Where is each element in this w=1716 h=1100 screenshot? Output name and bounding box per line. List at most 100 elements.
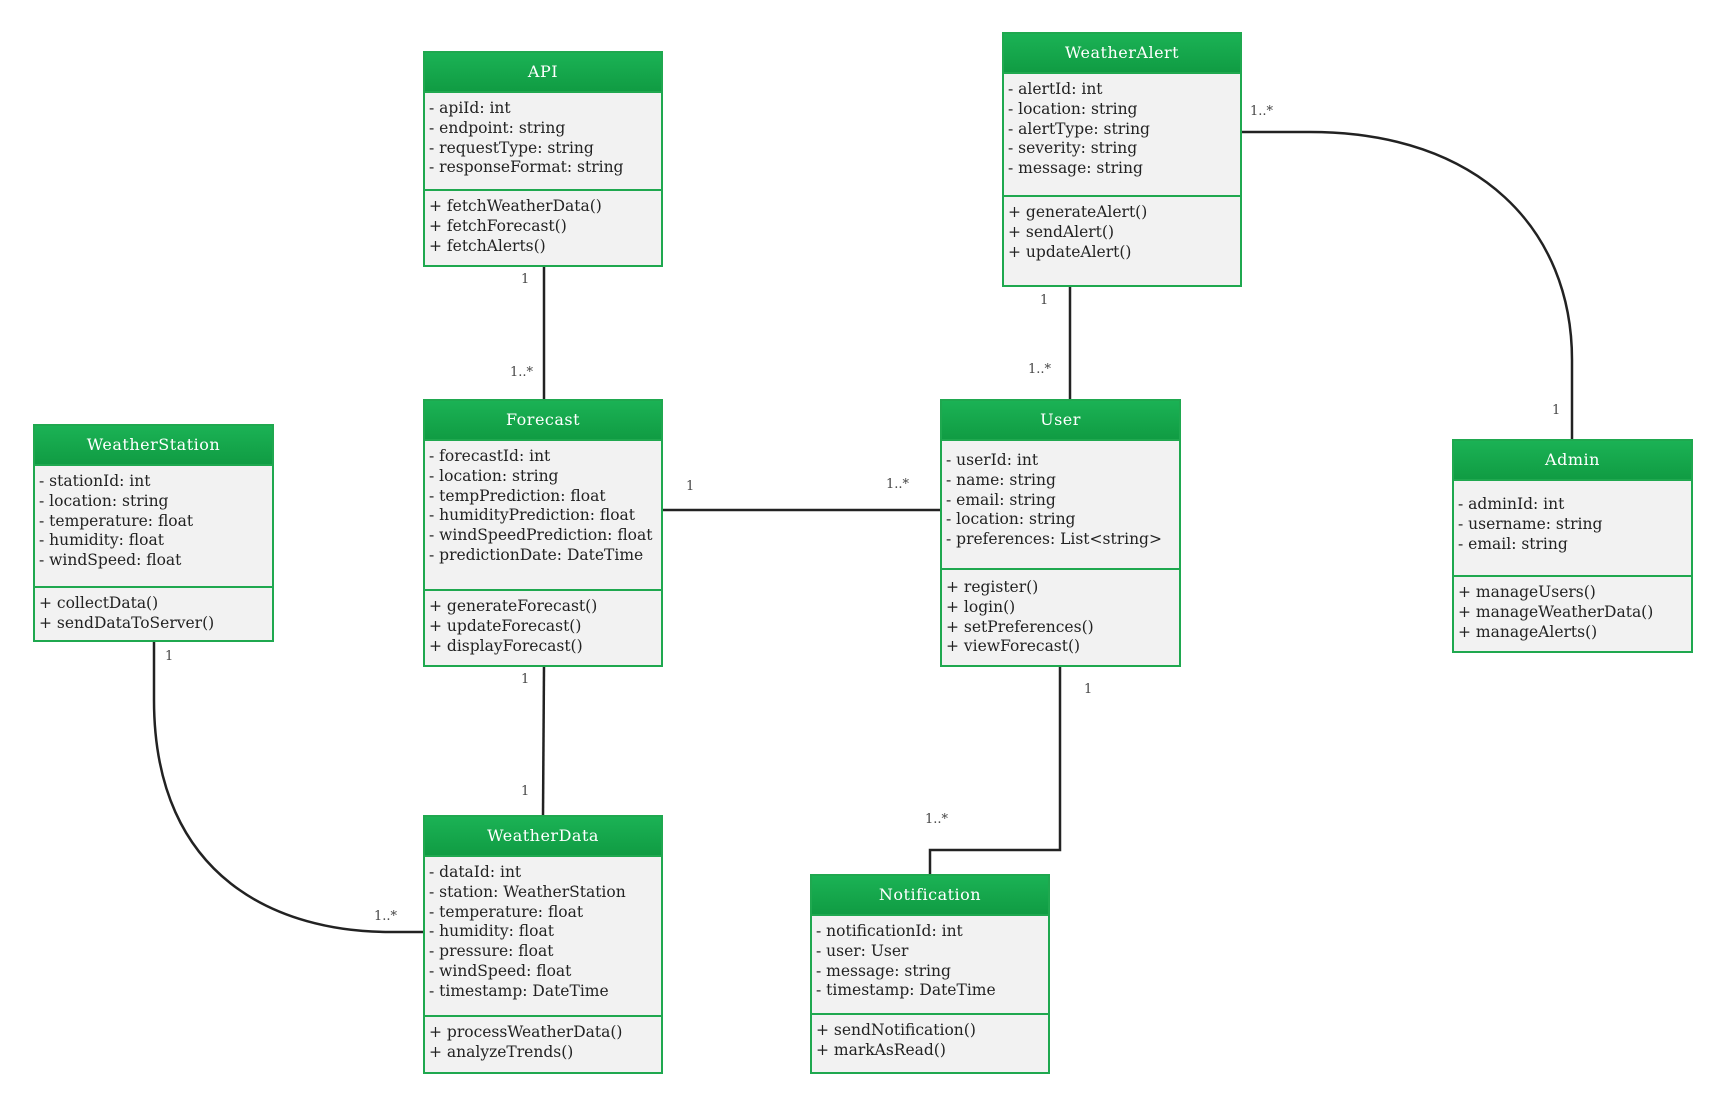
class-notification-name: Notification [812, 876, 1048, 916]
association-weatherstation-weatherdata [152, 641, 424, 934]
class-forecast[interactable]: Forecast - forecastId: int - location: s… [423, 399, 663, 667]
class-admin-name: Admin [1454, 441, 1691, 481]
class-notification-attributes: - notificationId: int - user: User - mes… [812, 916, 1048, 1015]
method: + sendAlert() [1008, 222, 1115, 241]
method: + updateForecast() [429, 616, 582, 635]
class-weatheralert-methods: + generateAlert() + sendAlert() + update… [1004, 197, 1240, 268]
attribute: - email: string [1458, 534, 1568, 553]
attribute: - timestamp: DateTime [429, 981, 609, 1000]
attribute: - user: User [816, 941, 909, 960]
method: + processWeatherData() [429, 1023, 623, 1041]
method: + login() [946, 597, 1016, 616]
attribute: - endpoint: string [429, 118, 566, 137]
method: + manageAlerts() [1458, 622, 1598, 641]
attribute: - location: string [429, 466, 559, 485]
attribute: - dataId: int [429, 863, 522, 881]
class-user[interactable]: User - userId: int - name: string - emai… [940, 399, 1181, 667]
association-user-notification [928, 665, 1062, 874]
multiplicity-api-forecast-to: 1..* [510, 365, 534, 380]
attribute: - temperature: float [429, 902, 584, 921]
attribute: - alertId: int [1008, 80, 1103, 98]
class-admin-methods: + manageUsers() + manageWeatherData() + … [1454, 577, 1691, 648]
class-weatheralert-attributes: - alertId: int - location: string - aler… [1004, 74, 1240, 197]
multiplicity-forecast-user-to: 1..* [886, 477, 910, 492]
method: + fetchForecast() [429, 216, 567, 235]
attribute: - adminId: int [1458, 495, 1565, 513]
method: + collectData() [39, 594, 159, 612]
class-weatherstation-attributes: - stationId: int - location: string - te… [35, 466, 272, 588]
class-weatherstation-methods: + collectData() + sendDataToServer() [35, 588, 272, 640]
method: + fetchAlerts() [429, 236, 546, 255]
attribute: - userId: int [946, 451, 1039, 469]
multiplicity-weatheralert-admin-to: 1 [1552, 403, 1561, 418]
multiplicity-weatherstation-weatherdata-to: 1..* [374, 909, 398, 924]
multiplicity-weatheralert-user-from: 1 [1040, 293, 1049, 308]
class-forecast-name: Forecast [425, 401, 661, 441]
multiplicity-user-notification-from: 1 [1084, 682, 1093, 697]
multiplicity-forecast-weatherdata-from: 1 [521, 672, 530, 687]
attribute: - stationId: int [39, 472, 151, 490]
attribute: - username: string [1458, 514, 1603, 533]
class-forecast-methods: + generateForecast() + updateForecast() … [425, 591, 661, 662]
method: + displayForecast() [429, 636, 583, 655]
method: + manageUsers() [1458, 583, 1596, 601]
class-user-attributes: - userId: int - name: string - email: st… [942, 441, 1179, 570]
method: + markAsRead() [816, 1040, 946, 1059]
attribute: - location: string [39, 491, 169, 510]
attribute: - severity: string [1008, 139, 1138, 158]
class-weatheralert[interactable]: WeatherAlert - alertId: int - location: … [1002, 32, 1242, 287]
method: + sendDataToServer() [39, 613, 215, 632]
attribute: - pressure: float [429, 942, 554, 961]
multiplicity-api-forecast-from: 1 [521, 272, 530, 287]
class-notification[interactable]: Notification - notificationId: int - use… [810, 874, 1050, 1074]
attribute: - name: string [946, 470, 1056, 489]
method: + viewForecast() [946, 637, 1081, 656]
method: + fetchWeatherData() [429, 197, 602, 215]
attribute: - windSpeedPrediction: float [429, 526, 653, 545]
method: + updateAlert() [1008, 242, 1132, 261]
multiplicity-forecast-user-from: 1 [686, 479, 695, 494]
multiplicity-weatheralert-admin-from: 1..* [1250, 104, 1274, 119]
class-api-name: API [425, 53, 661, 93]
class-admin-attributes: - adminId: int - username: string - emai… [1454, 481, 1691, 577]
class-forecast-attributes: - forecastId: int - location: string - t… [425, 441, 661, 591]
attribute: - temperature: float [39, 511, 194, 530]
attribute: - humidity: float [429, 922, 554, 941]
class-api-methods: + fetchWeatherData() + fetchForecast() +… [425, 191, 661, 262]
class-weatherdata[interactable]: WeatherData - dataId: int - station: Wea… [423, 815, 663, 1074]
method: + analyzeTrends() [429, 1042, 574, 1061]
method: + manageWeatherData() [1458, 602, 1654, 621]
class-weatherdata-attributes: - dataId: int - station: WeatherStation … [425, 857, 661, 1017]
association-forecast-weatherdata [541, 664, 546, 816]
attribute: - location: string [1008, 99, 1138, 118]
method: + register() [946, 578, 1039, 596]
attribute: - station: WeatherStation [429, 882, 626, 901]
class-weatherdata-name: WeatherData [425, 817, 661, 857]
method: + setPreferences() [946, 617, 1094, 636]
attribute: - forecastId: int [429, 447, 551, 465]
attribute: - tempPrediction: float [429, 486, 606, 505]
class-user-methods: + register() + login() + setPreferences(… [942, 570, 1179, 663]
method: + generateAlert() [1008, 203, 1148, 221]
multiplicity-weatheralert-user-to: 1..* [1028, 362, 1052, 377]
attribute: - message: string [1008, 159, 1143, 178]
attribute: - responseFormat: string [429, 158, 624, 177]
multiplicity-weatherstation-weatherdata-from: 1 [165, 649, 174, 664]
attribute: - timestamp: DateTime [816, 981, 996, 1000]
class-weatherstation[interactable]: WeatherStation - stationId: int - locati… [33, 424, 274, 642]
attribute: - predictionDate: DateTime [429, 545, 644, 564]
attribute: - windSpeed: float [39, 551, 182, 570]
class-api[interactable]: API - apiId: int - endpoint: string - re… [423, 51, 663, 267]
attribute: - humidityPrediction: float [429, 506, 636, 525]
multiplicity-user-notification-to: 1..* [925, 812, 949, 827]
class-admin[interactable]: Admin - adminId: int - username: string … [1452, 439, 1693, 653]
attribute: - location: string [946, 510, 1076, 529]
class-weatherdata-methods: + processWeatherData() + analyzeTrends() [425, 1017, 661, 1069]
class-notification-methods: + sendNotification() + markAsRead() [812, 1015, 1048, 1067]
attribute: - message: string [816, 961, 951, 980]
attribute: - email: string [946, 490, 1056, 509]
attribute: - humidity: float [39, 531, 164, 550]
method: + sendNotification() [816, 1021, 976, 1039]
